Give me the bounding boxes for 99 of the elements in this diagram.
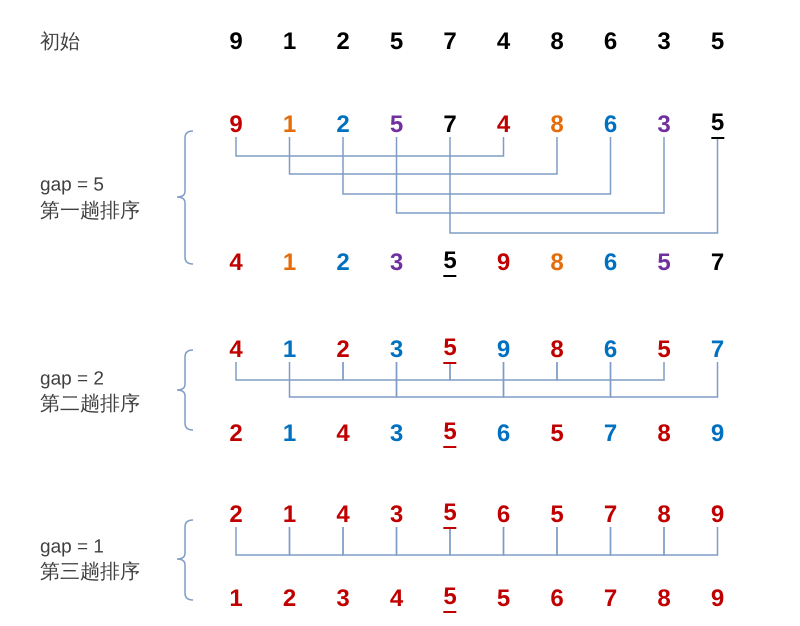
bracket-connector: [610, 527, 665, 556]
number-text: 3: [390, 338, 404, 362]
bracket-connector: [663, 527, 718, 556]
number-text: 6: [604, 30, 618, 54]
number-text: 2: [336, 30, 350, 54]
bracket-connector: [556, 362, 665, 381]
gap-label: gap = 1: [40, 538, 104, 556]
number-text: 6: [496, 422, 510, 446]
number-text: 5: [443, 336, 457, 364]
number-text: 5: [390, 113, 404, 137]
number-text: 4: [496, 30, 510, 54]
number-text: 3: [657, 30, 671, 54]
number-text: 8: [550, 113, 564, 137]
number-text: 5: [710, 30, 724, 54]
number-text: 7: [443, 30, 457, 54]
bracket-connector: [288, 527, 344, 556]
number-text: 9: [710, 587, 724, 611]
number-text: 4: [390, 587, 404, 611]
number-text: 9: [229, 30, 243, 54]
number-text: 5: [443, 249, 457, 277]
number-text: 6: [604, 113, 618, 137]
bracket-connector: [502, 362, 612, 398]
number-text: 7: [710, 338, 724, 362]
number-text: 2: [229, 503, 243, 527]
bracket-connector: [502, 527, 558, 556]
number-text: 4: [229, 251, 243, 275]
number-text: 8: [657, 587, 671, 611]
number-text: 7: [443, 113, 457, 137]
pass-label: 第二趟排序: [40, 394, 140, 414]
number-text: 4: [229, 338, 243, 362]
number-text: 6: [604, 251, 618, 275]
number-text: 5: [443, 501, 457, 529]
number-text: 3: [390, 251, 404, 275]
number-text: 5: [550, 422, 564, 446]
number-text: 9: [496, 251, 510, 275]
number-text: 7: [604, 503, 618, 527]
bracket-connector: [610, 362, 718, 398]
number-text: 3: [390, 503, 404, 527]
number-text: 5: [443, 420, 457, 448]
number-text: 1: [282, 338, 296, 362]
bracket-connector: [396, 137, 665, 214]
number-text: 2: [336, 251, 350, 275]
number-text: 7: [604, 422, 618, 446]
number-text: 8: [550, 338, 564, 362]
bracket-connector: [449, 362, 558, 381]
pass-label: 第三趟排序: [40, 562, 140, 582]
bracket-connector: [449, 527, 504, 556]
number-text: 9: [229, 113, 243, 137]
number-text: 3: [336, 587, 350, 611]
number-text: 1: [282, 503, 296, 527]
bracket-connector: [396, 362, 504, 398]
number-text: 9: [710, 422, 724, 446]
bracket-connector: [235, 137, 504, 157]
number-text: 5: [443, 585, 457, 613]
number-text: 1: [282, 30, 296, 54]
number-text: 2: [282, 587, 296, 611]
bracket-connector: [396, 527, 451, 556]
number-text: 5: [496, 587, 510, 611]
number-text: 3: [390, 422, 404, 446]
number-text: 1: [282, 113, 296, 137]
bracket-connector: [235, 362, 344, 381]
bracket-connector: [288, 362, 398, 398]
number-text: 1: [282, 251, 296, 275]
number-text: 5: [550, 503, 564, 527]
number-text: 4: [496, 113, 510, 137]
gap-label: gap = 5: [40, 176, 104, 194]
number-text: 5: [657, 338, 671, 362]
number-text: 9: [496, 338, 510, 362]
number-text: 3: [657, 113, 671, 137]
gap-label: gap = 2: [40, 370, 104, 388]
number-text: 2: [336, 113, 350, 137]
bracket-connector: [342, 137, 612, 195]
bracket-connector: [342, 362, 451, 381]
number-text: 4: [336, 422, 350, 446]
number-text: 8: [550, 30, 564, 54]
number-text: 8: [657, 503, 671, 527]
number-text: 6: [550, 587, 564, 611]
row-label: 初始: [40, 32, 80, 52]
number-text: 7: [604, 587, 618, 611]
number-text: 1: [282, 422, 296, 446]
number-text: 6: [496, 503, 510, 527]
number-text: 1: [229, 587, 243, 611]
number-text: 5: [710, 111, 724, 139]
number-text: 6: [604, 338, 618, 362]
number-text: 4: [336, 503, 350, 527]
number-text: 8: [657, 422, 671, 446]
number-text: 2: [336, 338, 350, 362]
number-text: 5: [657, 251, 671, 275]
number-text: 2: [229, 422, 243, 446]
bracket-connector: [556, 527, 612, 556]
number-text: 5: [390, 30, 404, 54]
number-text: 7: [710, 251, 724, 275]
number-text: 9: [710, 503, 724, 527]
number-text: 8: [550, 251, 564, 275]
pass-label: 第一趟排序: [40, 201, 140, 221]
bracket-connector: [235, 527, 290, 556]
bracket-connector: [342, 527, 398, 556]
bracket-connector: [449, 137, 718, 234]
bracket-connector: [288, 137, 558, 175]
